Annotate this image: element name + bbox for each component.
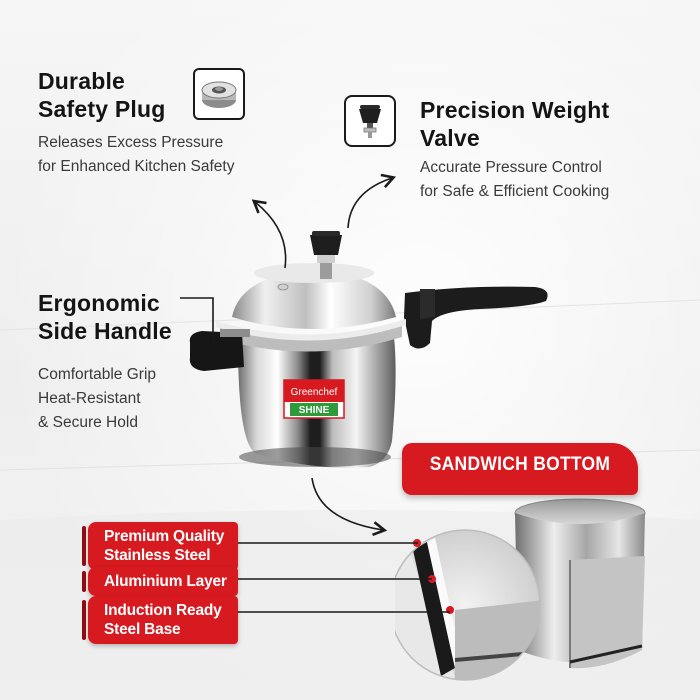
side-handle-title-line1: Ergonomic [38,290,160,316]
sandwich-bottom-banner: SANDWICH BOTTOM [402,443,638,495]
side-handle-desc-line1: Comfortable Grip [38,366,157,383]
sandwich-bottom-banner-text: SANDWICH BOTTOM [429,454,611,475]
model-text: SHINE [299,405,330,416]
layer-label-aluminium: Aluminium Layer [82,567,238,596]
safety-plug-title: Durable Safety Plug [38,67,165,123]
safety-plug-icon [193,68,245,120]
weight-valve-title-line1: Precision Weight [420,97,610,123]
layer-label-induction-base: Induction Ready Steel Base [82,596,238,644]
side-handle-desc-line3: & Secure Hold [38,414,138,431]
layer-label-premium-steel-line1: Premium Quality [104,528,225,545]
weight-valve-description: Accurate Pressure Control for Safe & Eff… [420,156,609,204]
side-handle-description: Comfortable Grip Heat-Resistant & Secure… [38,363,156,435]
layer-label-induction-base-line2: Steel Base [104,621,181,638]
safety-plug-title-line2: Safety Plug [38,96,166,122]
weight-valve-desc-line2: for Safe & Efficient Cooking [420,183,610,200]
weight-valve-icon [344,95,396,147]
safety-plug-desc-line1: Releases Excess Pressure [38,134,224,151]
side-handle-desc-line2: Heat-Resistant [38,390,141,407]
sandwich-bottom-cutaway-image [395,498,646,681]
layer-label-aluminium-line1: Aluminium Layer [104,573,227,590]
weight-valve-title-line2: Valve [420,125,480,151]
layer-label-premium-steel-line2: Stainless Steel [104,547,211,564]
brand-text: Greenchef [291,387,338,398]
layer-label-induction-base-line1: Induction Ready [104,602,222,619]
weight-valve-title: Precision Weight Valve [420,96,609,152]
safety-plug-title-line1: Durable [38,68,126,94]
side-handle-title: Ergonomic Side Handle [38,289,172,345]
weight-valve-desc-line1: Accurate Pressure Control [420,159,602,176]
side-handle-title-line2: Side Handle [38,318,172,344]
layer-label-premium-steel: Premium Quality Stainless Steel [82,522,238,570]
safety-plug-desc-line2: for Enhanced Kitchen Safety [38,158,235,175]
safety-plug-description: Releases Excess Pressure for Enhanced Ki… [38,131,234,179]
